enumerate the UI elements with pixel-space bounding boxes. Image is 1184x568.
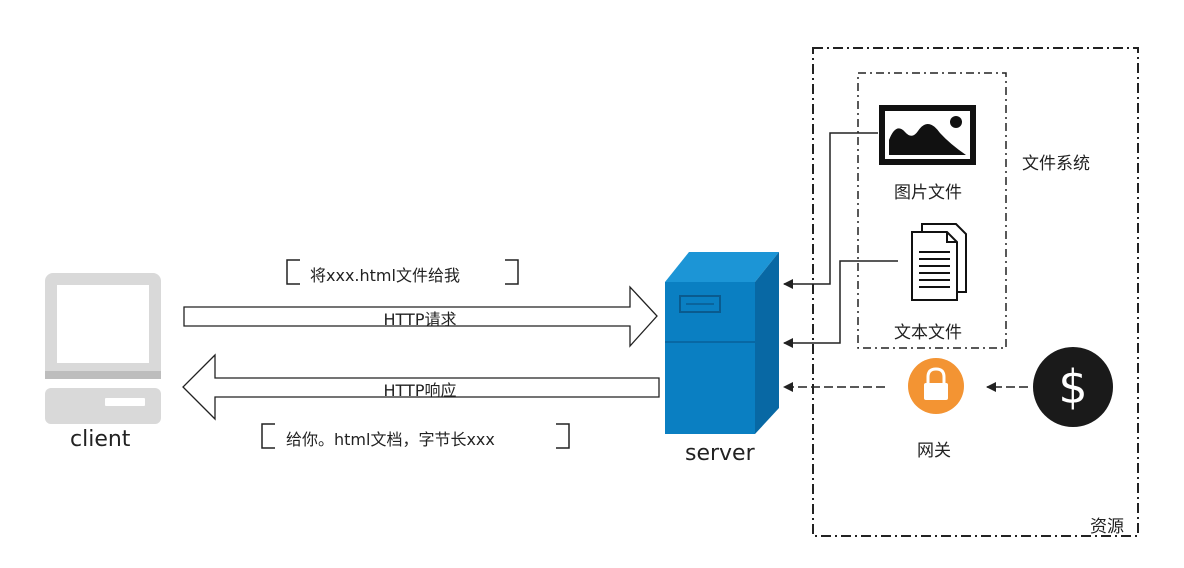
text-file-label: 文本文件 (894, 323, 962, 343)
response-arrow (182, 353, 660, 421)
lock-icon (908, 358, 964, 414)
filesystem-box (857, 72, 1007, 349)
image-file-label: 图片文件 (894, 183, 962, 203)
response-arrow-label: HTTP响应 (383, 381, 457, 400)
gateway-label: 网关 (917, 441, 951, 461)
client-computer-icon (45, 273, 161, 424)
text-file-icon (911, 223, 967, 301)
request-bracket-left (286, 259, 300, 285)
response-bracket-label: 给你。html文档，字节长xxx (286, 430, 495, 449)
request-arrow-label: HTTP请求 (383, 310, 457, 329)
response-bracket-left (261, 423, 275, 449)
request-bracket-right (505, 259, 519, 285)
response-bracket-right (556, 423, 570, 449)
image-file-connector (783, 132, 878, 289)
resources-label: 资源 (1090, 517, 1124, 537)
request-bracket-label: 将xxx.html文件给我 (310, 266, 460, 285)
server-label: server (685, 441, 755, 466)
request-arrow (183, 285, 658, 348)
text-file-connector (783, 260, 898, 348)
image-file-icon (879, 105, 976, 165)
dollar-icon: $ (1033, 347, 1113, 427)
resources-box (812, 47, 1139, 537)
filesystem-label: 文件系统 (1022, 154, 1090, 174)
client-label: client (70, 427, 131, 452)
server-icon (665, 252, 779, 434)
svg-text:$: $ (1058, 360, 1087, 414)
